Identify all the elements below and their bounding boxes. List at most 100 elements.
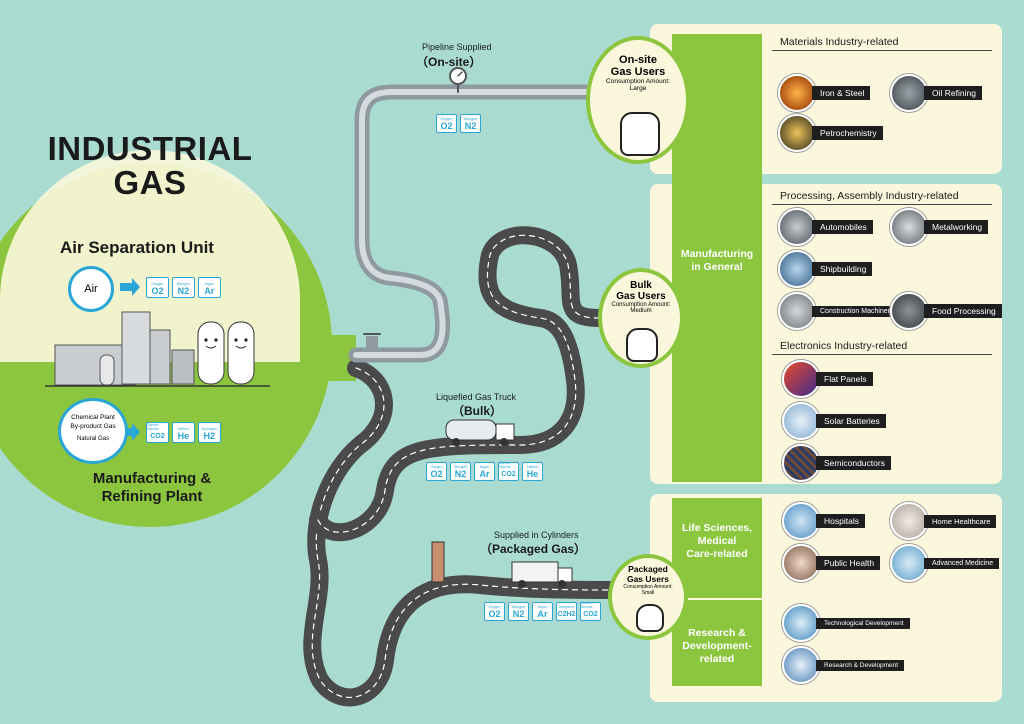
road-packaged (303, 359, 629, 707)
onsite-caption: Pipeline Supplied (422, 42, 492, 52)
category-rnd-2: Development- (682, 640, 752, 652)
semiconductors-photo (782, 444, 820, 482)
industry-semiconductors: Semiconductors (782, 444, 891, 482)
research-development-label: Research & Development (816, 659, 905, 671)
semiconductors-label: Semiconductors (816, 456, 891, 470)
gas-chip-name: Oxygen (488, 605, 501, 609)
gas-chip-name: Oxygen (440, 117, 453, 121)
materials-heading-rule (772, 50, 992, 51)
industry-home-healthcare: Home Healthcare (890, 502, 997, 540)
industry-oil-refining: Oil Refining (890, 74, 982, 112)
gas-chip-symbol: CO2 (150, 432, 165, 440)
bulk-users-circle: Bulk Gas Users Consumption Amount: Mediu… (598, 268, 684, 368)
bulk-caption: Liquefied Gas Truck (436, 392, 517, 402)
petrochemistry-label: Petrochemistry (812, 126, 883, 140)
public-health-label: Public Health (816, 556, 881, 570)
industry-construction-machinery: Construction Machinery (778, 292, 900, 330)
bulk-users-title2: Gas Users (616, 291, 666, 302)
roads (303, 226, 629, 707)
materials-heading: Materials Industry-related (780, 36, 899, 48)
gas-chip-name: Acetylene (558, 605, 575, 609)
onsite-consumption-value: Large (629, 85, 647, 92)
gas-chip-name: Carbon Dioxide (581, 601, 593, 609)
gas-chip-symbol: H2 (203, 430, 215, 441)
solar-batteries-photo (782, 402, 820, 440)
gas-chip-symbol: CO2 (583, 611, 598, 618)
construction-machinery-label: Construction Machinery (812, 305, 900, 317)
industry-flat-panels: Flat Panels (782, 360, 873, 398)
packaged-users-title2: Gas Users (626, 574, 670, 584)
technological-development-photo (782, 604, 820, 642)
food-processing-label: Food Processing (924, 304, 1002, 318)
category-rnd-1: Research & (688, 627, 746, 639)
public-health-photo (782, 544, 820, 582)
gas-chip-name: Carbon Dioxide (499, 461, 511, 469)
gas-chip-name: Argon (479, 465, 490, 469)
gas-chip-symbol: N2 (464, 121, 477, 131)
plant-title-line2: Refining Plant (101, 488, 203, 505)
gas-chip-name: Argon (204, 281, 214, 286)
gas-chip-symbol: Ar (537, 609, 548, 619)
gas-chip-symbol: O2 (488, 609, 501, 619)
industry-research-development: Research & Development (782, 646, 905, 684)
bulk-users-title1: Bulk (630, 280, 652, 291)
packaged-users-title1: Packaged (628, 564, 668, 574)
green-bar-life-front (672, 498, 762, 598)
construction-machinery-photo (778, 292, 816, 330)
advanced-medicine-photo (890, 544, 928, 582)
gas-chip-name: Oxygen (430, 465, 443, 469)
bulk-name: （Bulk） (452, 404, 503, 418)
packaged-caption: Supplied in Cylinders (494, 530, 579, 540)
gas-chip-symbol: Ar (479, 469, 490, 479)
advanced-medicine-label: Advanced Medicine (924, 557, 1000, 569)
packaged-consumption-label: Consumption Amount: (623, 584, 673, 590)
gas-chip-symbol: CO2 (501, 471, 516, 478)
iron-steel-label: Iron & Steel (812, 86, 871, 100)
gas-chip-symbol: He (526, 469, 539, 479)
flat-panels-label: Flat Panels (816, 372, 873, 386)
industry-technological-development: Technological Development (782, 604, 910, 642)
metalworking-photo (890, 208, 928, 246)
industry-public-health: Public Health (782, 544, 881, 582)
bulk-consumption-value: Medium (630, 308, 652, 314)
plant-bubble: Chemical Plant By-product Gas Natural Ga… (58, 398, 128, 464)
gas-chip-symbol: N2 (177, 285, 190, 296)
category-manufacturing-2: in General (691, 261, 743, 273)
gas-chip-symbol: O2 (430, 469, 443, 479)
industry-solar-batteries: Solar Batteries (782, 402, 886, 440)
industry-advanced-medicine: Advanced Medicine (890, 544, 1000, 582)
green-bar-rnd-front (672, 600, 762, 686)
industry-petrochemistry: Petrochemistry (778, 114, 883, 152)
gas-chip-symbol: Ar (204, 285, 215, 296)
hospitals-photo (782, 502, 820, 540)
metalworking-label: Metalworking (924, 220, 989, 234)
processing-heading: Processing, Assembly Industry-related (780, 190, 959, 202)
road-bulk (309, 226, 609, 542)
gas-chip-name: Carbon Dioxide (147, 422, 159, 431)
plant-source-2: By-product Gas (70, 423, 116, 430)
solar-batteries-label: Solar Batteries (816, 414, 886, 428)
home-healthcare-label: Home Healthcare (924, 514, 997, 528)
air-separation-plant-art (45, 311, 270, 387)
category-life-3: Care-related (686, 548, 748, 560)
industry-metalworking: Metalworking (890, 208, 989, 246)
pipeline (348, 67, 608, 363)
gas-chip-name: Nitrogen (463, 117, 478, 121)
gas-chip-name: Oxygen (151, 281, 164, 286)
industry-iron-steel: Iron & Steel (778, 74, 871, 112)
